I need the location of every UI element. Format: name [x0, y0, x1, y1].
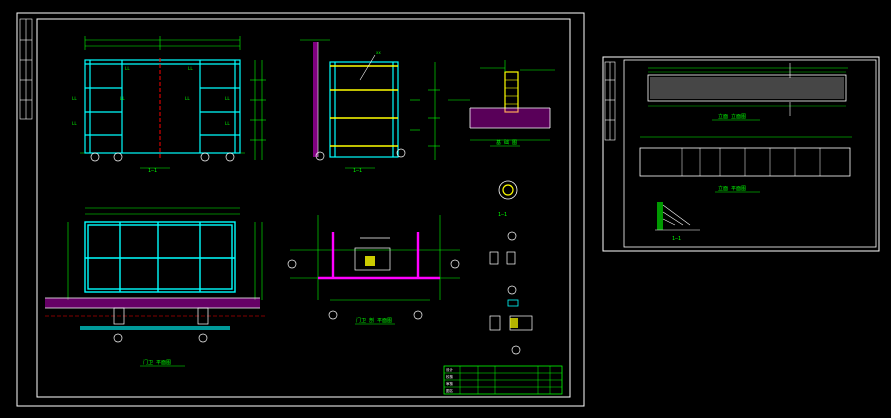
svg-text:LL: LL — [72, 121, 77, 126]
floor-plan-view: 门卫 平面图 — [45, 207, 265, 367]
right-sheet: 立面 立面图 立面 平面图 — [602, 56, 880, 252]
svg-text:LL: LL — [185, 96, 190, 101]
svg-text:LL: LL — [225, 96, 230, 101]
svg-text:LL: LL — [125, 66, 130, 71]
front-elevation-label: 1—1 — [148, 168, 157, 174]
svg-text:xx: xx — [376, 50, 381, 55]
side-section-label: 1—1 — [353, 168, 362, 174]
svg-text:LL: LL — [72, 96, 77, 101]
title-block-label-3: 审核 — [446, 381, 454, 386]
title-block-label-1: 设计 — [446, 367, 454, 372]
plan-section-label: 门卫 剖 平面图 — [356, 317, 392, 324]
right-section-view: 1—1 — [655, 202, 700, 242]
right-margin-strip — [604, 61, 616, 141]
title-block: 设计 校核 审核 图名 — [443, 365, 563, 395]
foundation-detail-label: 基 础 图 — [496, 139, 517, 146]
svg-text:LL: LL — [120, 96, 125, 101]
small-details-column: 1—1 — [489, 180, 533, 355]
front-elevation-view: LL LL LL LL LL LL LL LL 1—1 — [72, 36, 266, 174]
right-section-label: 1—1 — [672, 236, 681, 242]
facade-label: 立面 立面图 — [718, 113, 746, 120]
right-plan-label: 立面 平面图 — [718, 185, 746, 192]
side-section-view: xx 1—1 — [300, 39, 440, 174]
left-margin-strip — [19, 18, 33, 120]
plan-section-view: 门卫 剖 平面图 — [287, 215, 460, 325]
main-sheet: LL LL LL LL LL LL LL LL 1—1 — [16, 12, 585, 407]
svg-text:LL: LL — [188, 66, 193, 71]
floor-plan-label: 门卫 平面图 — [143, 359, 171, 366]
right-plan-view: 立面 平面图 — [639, 136, 852, 193]
title-block-label-2: 校核 — [446, 374, 454, 379]
detail-small-1-label: 1—1 — [498, 212, 507, 218]
facade-view: 立面 立面图 — [647, 63, 848, 121]
svg-text:LL: LL — [225, 121, 230, 126]
title-block-label-4: 图名 — [446, 388, 453, 393]
foundation-detail-view: 基 础 图 — [448, 60, 555, 147]
